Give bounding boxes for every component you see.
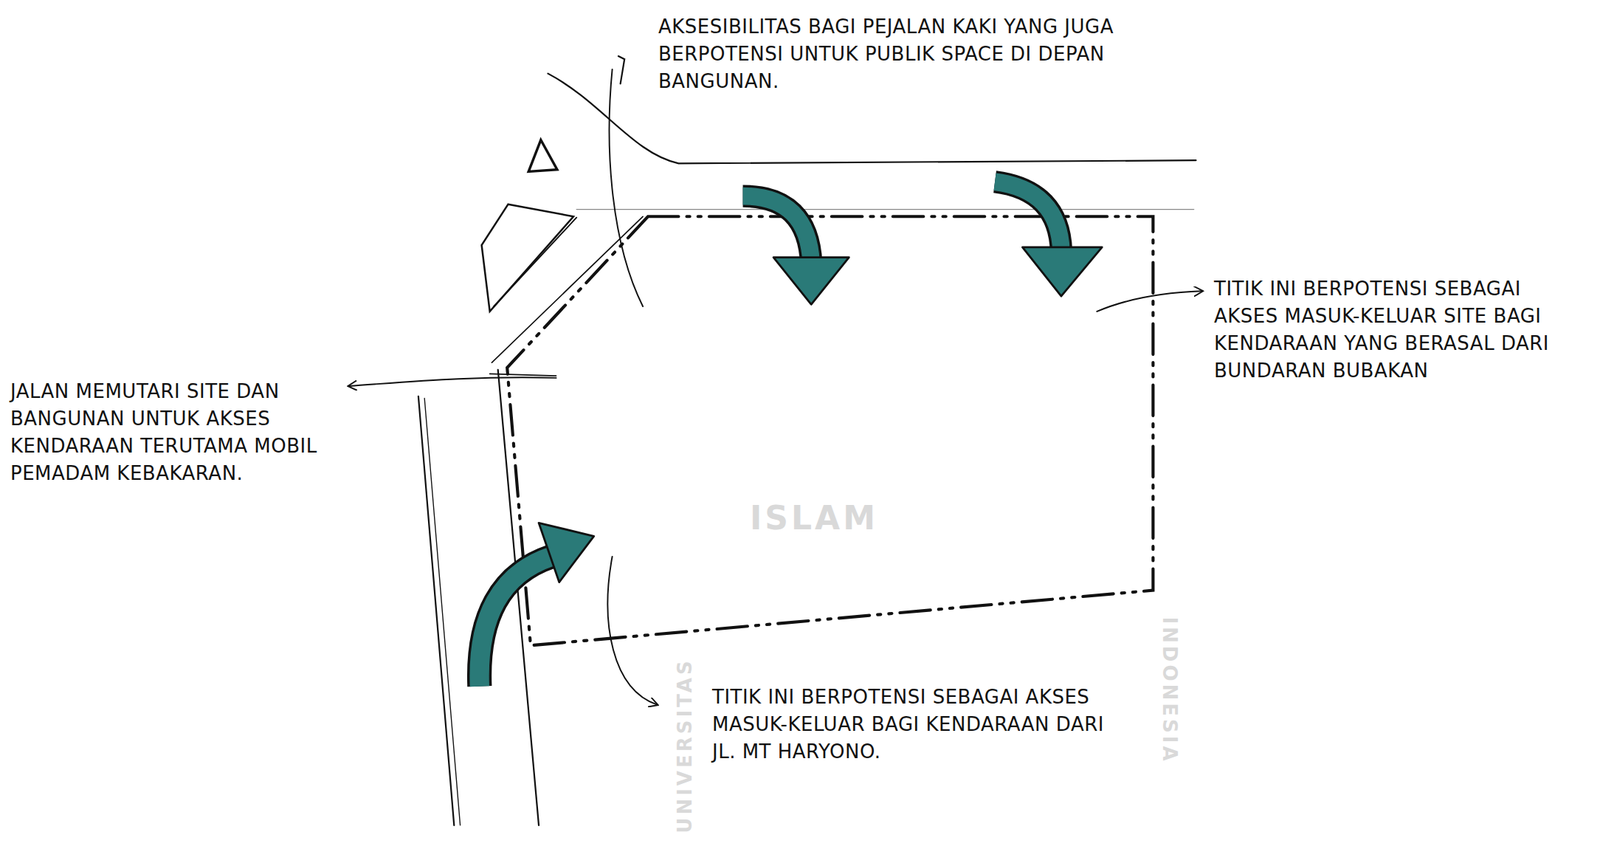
triangle-symbol (528, 140, 558, 172)
road-edge (418, 396, 454, 826)
annotation-note: AKSESIBILITAS BAGI PEJALAN KAKI YANG JUG… (658, 13, 1190, 96)
watermark: ISLAM (749, 498, 879, 537)
road-edge (547, 73, 1196, 164)
annotation-note: TITIK INI BERPOTENSI SEBAGAI AKSES MASUK… (1214, 275, 1587, 385)
island-symbol (493, 217, 577, 307)
watermark: UNIVERSITAS (673, 657, 696, 833)
leader-line (349, 377, 557, 386)
annotation-note: TITIK INI BERPOTENSI SEBAGAI AKSES MASUK… (712, 683, 1126, 766)
watermark: INDONESIA (1158, 616, 1181, 764)
island-symbol (481, 204, 574, 312)
leader-line (608, 556, 658, 705)
annotation-note: JALAN MEMUTARI SITE DAN BANGUNAN UNTUK A… (10, 377, 336, 488)
road-edge (490, 373, 557, 376)
access-arrows (479, 181, 1103, 686)
road-edge (424, 398, 460, 826)
leader-line (609, 69, 644, 307)
site-boundary (507, 216, 1153, 646)
road-edge (576, 208, 1195, 210)
leader-line (618, 56, 625, 84)
leader-line (1096, 290, 1202, 312)
